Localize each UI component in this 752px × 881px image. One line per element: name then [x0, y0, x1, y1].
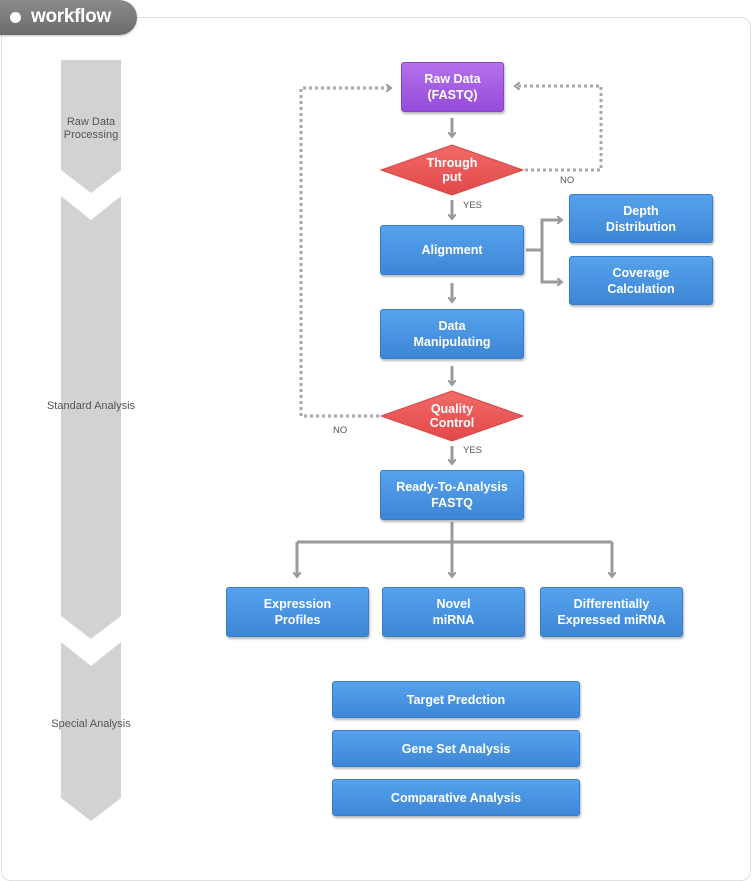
- data-manipulating-node: Data Manipulating: [380, 309, 524, 359]
- throughput-label: Through put: [426, 156, 478, 184]
- differentially-expressed-mirna-node: Differentially Expressed miRNA: [540, 587, 683, 637]
- quality-control-label: Quality Control: [429, 402, 475, 430]
- quality-control-diamond: [379, 390, 525, 442]
- throughput-diamond: [379, 144, 525, 196]
- arrow-alignment-to-coverage: [540, 250, 562, 282]
- quality-yes-label: YES: [463, 445, 483, 456]
- bullet-icon: [10, 12, 21, 23]
- quality-no-label: NO: [333, 425, 348, 436]
- throughput-no-label: NO: [560, 175, 575, 186]
- raw-data-node: Raw Data (FASTQ): [401, 62, 504, 112]
- arrow-ready-split: [297, 522, 612, 544]
- workflow-header-tab: workflow: [0, 0, 137, 35]
- page-title: workflow: [31, 6, 111, 27]
- stage-label-standard-analysis: Standard Analysis: [46, 400, 136, 412]
- stage-arrow-special-analysis: [61, 642, 121, 821]
- stage-arrow-raw-data-processing: [61, 60, 121, 193]
- alignment-node: Alignment: [380, 225, 524, 275]
- stage-label-raw-data-processing: Raw Data Processing: [63, 116, 119, 141]
- ready-to-analysis-node: Ready-To-Analysis FASTQ: [380, 470, 524, 520]
- arrow-alignment-to-depth: [526, 220, 562, 252]
- arrow-throughput-no-loop: [515, 86, 603, 172]
- arrow-quality-no-loop: [299, 88, 391, 418]
- gene-set-analysis-node: Gene Set Analysis: [332, 730, 580, 767]
- comparative-analysis-node: Comparative Analysis: [332, 779, 580, 816]
- stage-arrow-standard-analysis: [61, 196, 121, 639]
- novel-mirna-node: Novel miRNA: [382, 587, 525, 637]
- expression-profiles-node: Expression Profiles: [226, 587, 369, 637]
- throughput-yes-label: YES: [463, 200, 483, 211]
- depth-distribution-node: Depth Distribution: [569, 194, 713, 243]
- coverage-calculation-node: Coverage Calculation: [569, 256, 713, 305]
- target-prediction-node: Target Predction: [332, 681, 580, 718]
- stage-label-special-analysis: Special Analysis: [51, 718, 131, 730]
